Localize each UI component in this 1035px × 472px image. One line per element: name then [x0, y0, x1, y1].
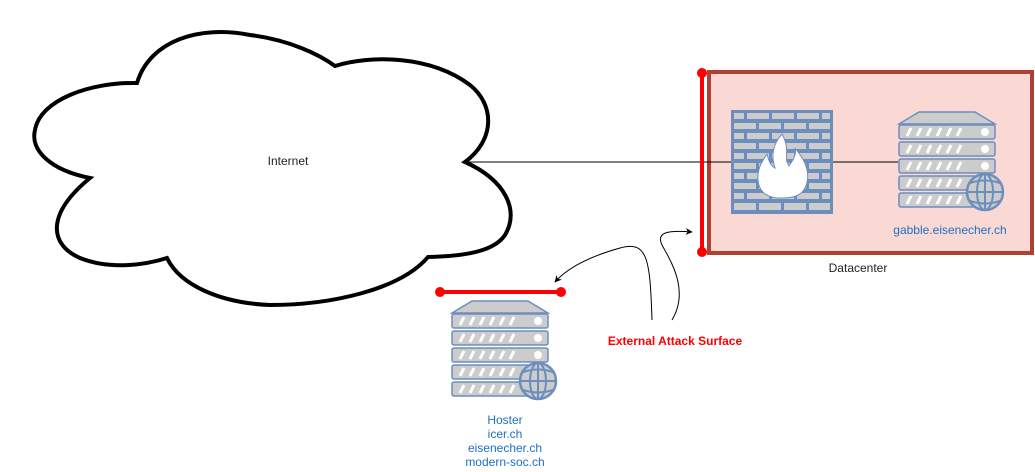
- internet-cloud: [32, 30, 513, 308]
- hoster-server-icon: [450, 299, 558, 401]
- attack-surface-label: External Attack Surface: [607, 334, 743, 348]
- arrow-to-datacenter: [660, 227, 693, 321]
- internet-label: Internet: [267, 154, 309, 168]
- datacenter-label: Datacenter: [828, 261, 888, 275]
- arrow-to-hoster: [554, 245, 653, 321]
- attack-surface-hoster-edge: [435, 287, 566, 297]
- hoster-label-line: Hoster: [487, 413, 523, 427]
- hoster-label-line: icer.ch: [487, 427, 523, 441]
- hoster-label-line: modern-soc.ch: [465, 455, 545, 469]
- hoster-label: Hoster icer.ch eisenecher.ch modern-soc.…: [440, 413, 570, 469]
- firewall-icon: [731, 110, 833, 214]
- attack-surface-datacenter-edge: [697, 68, 707, 257]
- flame-icon: [757, 133, 809, 199]
- datacenter-server-icon: [897, 110, 1005, 212]
- hoster-label-line: eisenecher.ch: [467, 441, 543, 455]
- datacenter-server-label: gabble.eisenecher.ch: [893, 223, 1007, 237]
